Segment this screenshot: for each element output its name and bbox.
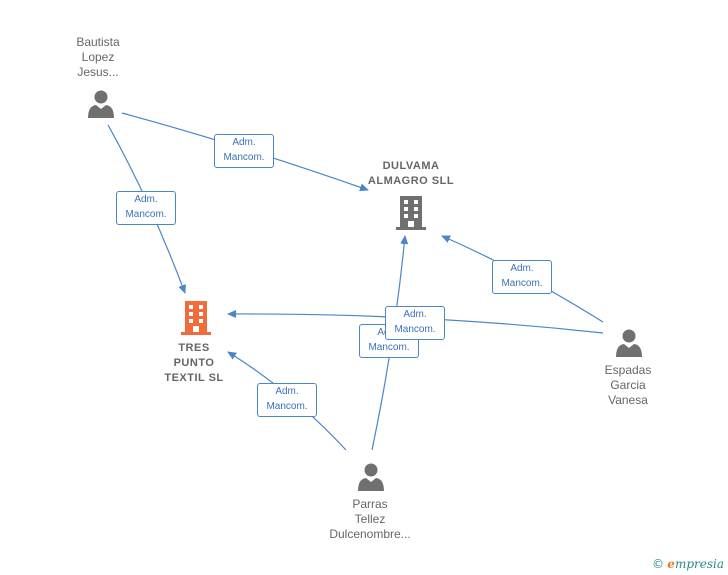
edge-label-espadas-tres-punto: Adm. Mancom. (385, 306, 445, 340)
node-label-espadas[interactable]: Espadas Garcia Vanesa (604, 363, 652, 407)
node-label-dulvama[interactable]: DULVAMA ALMAGRO SLL (367, 160, 455, 187)
node-label-tres-punto[interactable]: TRES PUNTO TEXTIL SL (164, 342, 224, 384)
brand-e: e (667, 557, 675, 571)
edge-label-bautista-dulvama: Adm. Mancom. (214, 134, 274, 168)
edge-label-bautista-tres-punto: Adm. Mancom. (116, 191, 176, 225)
copyright-icon: © (651, 557, 664, 571)
building-icon[interactable] (179, 300, 213, 336)
node-label-parras[interactable]: Parras Tellez Dulcenombre... (329, 497, 411, 541)
person-icon[interactable] (614, 328, 644, 358)
person-icon[interactable] (86, 89, 116, 119)
person-icon[interactable] (356, 462, 386, 492)
building-icon[interactable] (394, 195, 428, 231)
edge-label-parras-tres-punto: Adm. Mancom. (257, 383, 317, 417)
brand-rest: mpresia (674, 557, 724, 571)
edge-label-espadas-dulvama: Adm. Mancom. (492, 260, 552, 294)
node-label-bautista[interactable]: Bautista Lopez Jesus... (76, 35, 120, 79)
empresia-logo: © empresia (652, 557, 724, 571)
